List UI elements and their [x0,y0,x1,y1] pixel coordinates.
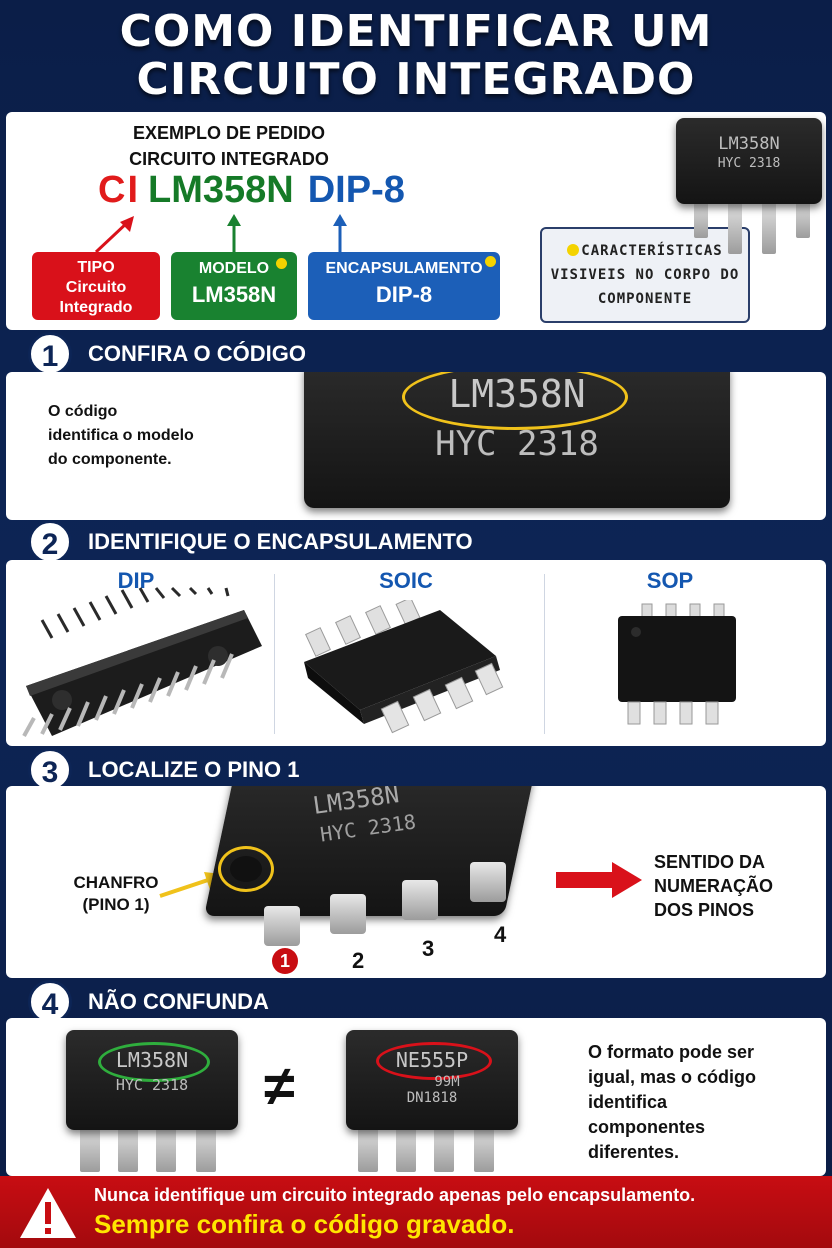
pin-number-2: 2 [352,948,365,973]
warning-line-2: Sempre confira o código gravado. [94,1209,515,1239]
pin-number-4: 4 [494,922,507,947]
divider [544,574,545,734]
step1-text: O código identifica o modelo do componen… [48,400,194,472]
step4-panel: LM358N HYC 2318 ≠ NE555P 99M DN1818 O fo… [6,1018,826,1176]
package-label-sop: SOP [646,568,694,593]
step4-text-line-2: igual, mas o código [588,1067,757,1087]
pin-number-1: 1 [272,948,298,974]
tag-model-value: LM358N [191,282,277,307]
pin1-notch-highlight [218,846,274,892]
tag-package-value: DIP-8 [375,282,433,307]
chip-b-marking-2: 99M [434,1074,460,1090]
chip-b-marking-1: NE555P [395,1048,469,1072]
code-package: DIP-8 [307,169,405,211]
example-heading-line-1: EXEMPLO DE PEDIDO [132,123,326,143]
page-title: COMO IDENTIFICAR UM CIRCUITO INTEGRADO [0,8,832,104]
example-heading: EXEMPLO DE PEDIDO CIRCUITO INTEGRADO [84,120,374,172]
step1-text-line-3: do componente. [48,451,172,468]
step4-text-line-1: O formato pode ser [588,1042,755,1062]
highlight-ellipse-red [376,1042,492,1080]
arrow-red-icon [94,216,134,254]
note-line-3: COMPONENTE [597,291,693,307]
step4-text-line-3: identifica [588,1092,668,1112]
warning-icon [20,1188,76,1238]
chanfro-line-1: CHANFRO [73,873,159,892]
step3-title: LOCALIZE O PINO 1 [88,757,300,782]
code-prefix: CI [98,169,140,211]
package-label-dip: DIP [117,568,155,593]
pin-number-3: 3 [422,936,435,961]
chip-marking-2: HYC 2318 [717,156,781,171]
arrow-blue-icon [333,214,347,252]
direction-line-1: SENTIDO DA [654,852,766,872]
chanfro-line-2: (PINO 1) [82,895,150,914]
direction-line-3: DOS PINOS [654,900,755,920]
example-heading-line-2: CIRCUITO INTEGRADO [129,149,329,169]
pin1-notch [230,856,262,882]
tag-package: ENCAPSULAMENTO DIP-8 [308,252,500,320]
step1-text-line-1: O código [48,403,118,420]
step4-text-line-4: componentes [588,1117,706,1137]
chip-marking-2: HYC 2318 [435,424,599,464]
chip-marking-1: LM358N [718,134,780,154]
package-label-soic: SOIC [379,568,433,593]
chip-b-marking-3: DN1818 [406,1090,458,1106]
yellow-dot-icon [276,258,287,269]
highlight-ellipse-green [98,1042,210,1082]
step1-text-line-2: identifica o modelo [48,427,194,444]
step4-text-line-5: diferentes. [588,1142,680,1162]
tag-type-line-1: TIPO [77,259,115,276]
tag-type-line-3: Integrado [59,299,133,316]
soic-chip-image [304,600,504,734]
yellow-dot-icon [567,244,580,256]
step2-title: IDENTIFIQUE O ENCAPSULAMENTO [88,529,473,554]
title-line-2: CIRCUITO INTEGRADO [136,54,696,105]
step2-number: 2 [28,520,72,564]
visible-features-note: CARACTERÍSTICAS VISIVEIS NO CORPO DO COM… [540,227,750,323]
tag-package-label: ENCAPSULAMENTO [325,260,483,277]
step4-title: NÃO CONFUNDA [88,989,269,1014]
chip-a-marking-2: HYC 2318 [115,1076,189,1094]
highlight-ellipse [402,372,628,430]
step1-number: 1 [28,332,72,376]
step1-title: CONFIRA O CÓDIGO [88,341,306,366]
arrow-right-red-icon [556,862,642,898]
warning-bar: Nunca identifique um circuito integrado … [0,1176,832,1248]
sop-chip-image [618,603,736,725]
arrow-green-icon [227,214,241,252]
yellow-dot-icon [485,256,496,267]
title-line-1: COMO IDENTIFICAR UM [119,6,713,57]
step4-text: O formato pode ser igual, mas o código i… [588,1040,756,1165]
chanfro-label: CHANFRO (PINO 1) [56,872,176,916]
step2-panel: DIP SOIC SOP [6,560,826,746]
chip-marking-1: LM358N [448,372,586,416]
warning-line-1: Nunca identifique um circuito integrado … [94,1185,696,1205]
chip-a-marking-1: LM358N [115,1048,189,1072]
dip-chip-image [22,586,262,737]
note-line-2: VISIVEIS NO CORPO DO [550,267,740,283]
note-line-1: CARACTERÍSTICAS [581,243,723,259]
code-model: LM358N [148,169,294,211]
direction-label: SENTIDO DA NUMERAÇÃO DOS PINOS [654,850,773,922]
divider [274,574,275,734]
step4-number: 4 [28,980,72,1024]
tag-type: TIPO Circuito Integrado [32,252,160,320]
step1-panel: O código identifica o modelo do componen… [6,372,826,520]
step3-panel: CHANFRO (PINO 1) LM358N HYC 2318 1 2 3 4… [6,786,826,978]
tag-model-label: MODELO [198,260,270,277]
direction-line-2: NUMERAÇÃO [654,876,773,896]
tag-type-line-2: Circuito [65,279,127,296]
tag-model: MODELO LM358N [171,252,297,320]
not-equal-icon: ≠ [264,1054,295,1117]
